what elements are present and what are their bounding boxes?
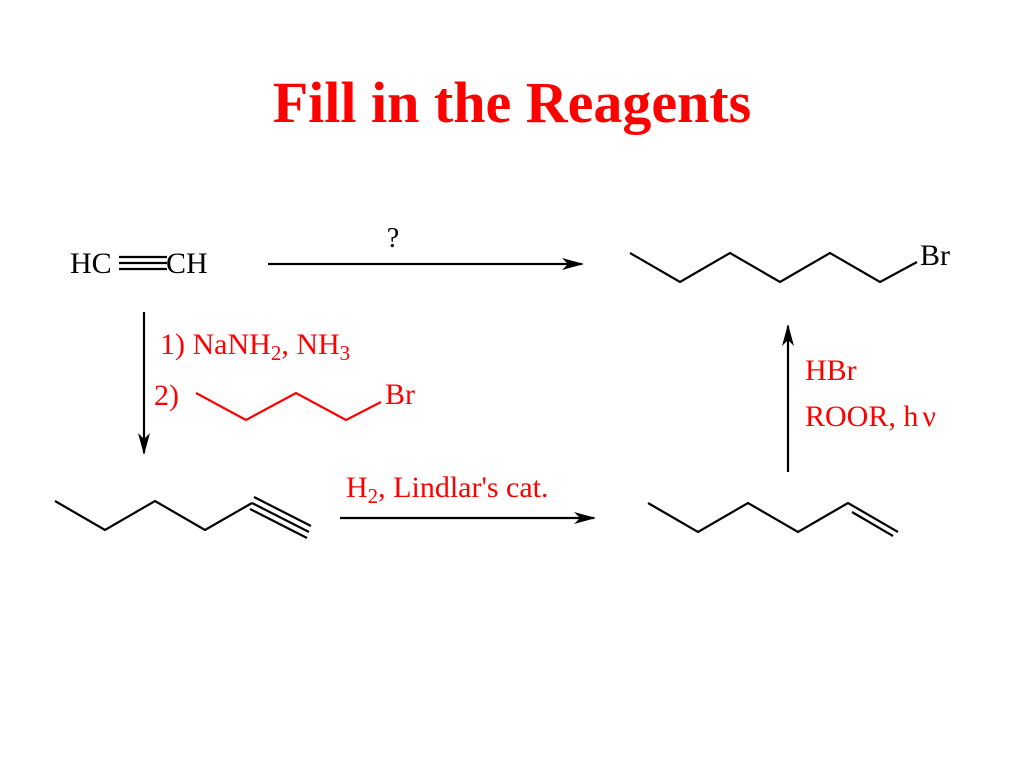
bromobutane-br-label: Br — [385, 378, 415, 411]
step1-line2-prefix: 2) — [154, 379, 179, 412]
acetylene-hc-label: HC — [70, 247, 112, 280]
step1-line1: 1) NaNH2, NH3 — [160, 328, 350, 365]
step2-reagents: H2, Lindlar's cat. — [346, 471, 549, 508]
acetylene-ch-label: CH — [166, 247, 208, 280]
step1-reagents: 1) NaNH2, NH3 2) Br — [154, 328, 415, 422]
hexyne-triple-bond-upper — [253, 496, 312, 527]
hexene-structure — [647, 501, 899, 537]
hexyne-triple-bond-lower — [249, 508, 308, 539]
bromobutane-chain — [195, 391, 382, 422]
bromohexane-chain — [629, 251, 918, 284]
hexyne-chain — [54, 499, 253, 532]
unknown-reagent-label: ? — [387, 223, 399, 254]
hexene-chain — [647, 501, 899, 534]
page-title: Fill in the Reagents — [272, 70, 752, 135]
hexyne-triple-bond-center — [251, 502, 310, 533]
bromohexane-structure: Br — [629, 239, 950, 284]
bromohexane-br-label: Br — [920, 239, 950, 272]
hexene-double-bond-inner — [851, 511, 894, 537]
hexyne-structure — [54, 496, 312, 539]
acetylene-structure: HC CH — [70, 247, 208, 280]
step3-line1: HBr — [805, 354, 857, 387]
